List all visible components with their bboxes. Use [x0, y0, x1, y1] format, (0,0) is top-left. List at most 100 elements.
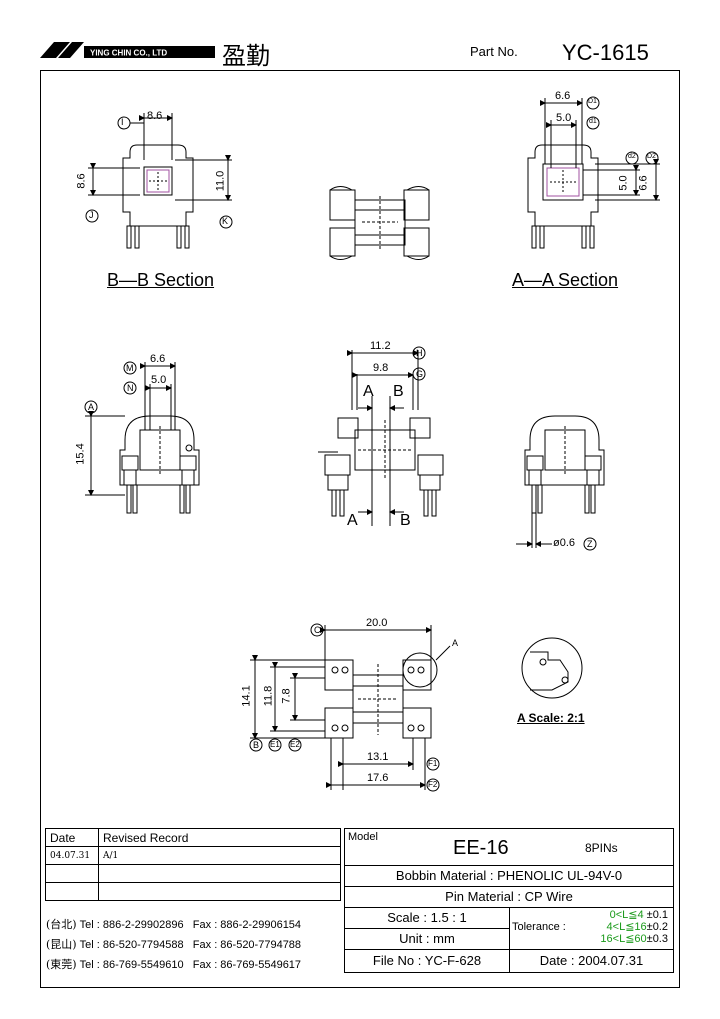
pin-value: CP Wire: [524, 889, 573, 904]
contact-tel: Tel : 86-769-5549610: [79, 959, 184, 971]
dim-bottom-h2: 11.8: [262, 685, 275, 707]
contact-tel: Tel : 86-520-7794588: [79, 939, 184, 951]
callout-e1: E1: [270, 740, 280, 749]
cut-label-a-bottom: A: [347, 512, 358, 529]
tolerance-value: ±0.1: [646, 909, 668, 921]
drawing-frame: [40, 70, 680, 988]
contact-location: (台北): [46, 918, 77, 931]
model-value: EE-16: [453, 837, 509, 859]
tolerance-values: 0<L≦4 ±0.1 4<L≦16±0.2 16<L≦60±0.3: [572, 909, 668, 945]
unit-label: Unit :: [399, 931, 430, 946]
bobbin-row: Bobbin Material : PHENOLIC UL-94V-0: [345, 865, 673, 887]
tolerance-range: 16<L≦60: [600, 933, 647, 945]
dim-bottom-w2: 17.6: [367, 772, 389, 784]
date-row: Date : 2004.07.31: [510, 949, 673, 972]
contact-fax: Fax : 86-769-5549617: [192, 959, 302, 971]
dim-front-top1: 11.2: [370, 340, 391, 352]
top-center-view: [329, 186, 430, 260]
dim-aa-right1: 5.0: [617, 175, 630, 191]
contact-row: (台北) Tel : 886-2-29902896 Fax : 886-2-29…: [46, 915, 301, 935]
callout-j: J: [89, 210, 94, 220]
contact-fax: Fax : 86-520-7794788: [192, 939, 302, 951]
callout-k: K: [222, 216, 229, 226]
revision-date: [45, 864, 99, 883]
dim-bottom-h3: 7.8: [280, 688, 293, 704]
dim-side-top2: 5.0: [151, 374, 167, 386]
detail-title: A Scale: 2:1: [517, 711, 585, 725]
aa-section-title: A—A Section: [512, 270, 619, 290]
callout-b: B: [253, 740, 260, 750]
dim-pin-diameter: ø0.6: [553, 537, 576, 549]
callout-n: N: [127, 383, 134, 393]
spec-table: Model EE-16 8PINs Bobbin Material : PHEN…: [344, 828, 674, 973]
dim-bb-height-right: 11.0: [214, 170, 227, 192]
callout-d2-lower: d2: [628, 153, 636, 160]
dim-aa-right2: 6.6: [637, 175, 650, 191]
callout-a: A: [88, 402, 95, 412]
pin-row: Pin Material : CP Wire: [345, 886, 673, 908]
contact-row: (昆山) Tel : 86-520-7794588 Fax : 86-520-7…: [46, 935, 301, 955]
scale-label: Scale :: [387, 910, 427, 925]
tolerance-label: Tolerance :: [512, 921, 566, 933]
tolerance-value: ±0.3: [646, 933, 668, 945]
dim-side-height: 15.4: [74, 443, 87, 465]
dim-bottom-h1: 14.1: [240, 685, 253, 707]
bb-section-title: B—B Section: [107, 270, 215, 290]
callout-c: C: [314, 625, 321, 635]
tolerance-range: 4<L≦16: [606, 921, 647, 933]
callout-d1-upper: D1: [588, 98, 597, 105]
callout-d1-lower: d1: [589, 118, 597, 125]
contact-location: (昆山): [46, 938, 77, 951]
contact-location: (東莞): [46, 958, 77, 971]
revision-date: [45, 882, 99, 901]
revision-record: [98, 882, 341, 901]
revision-record-header: Revised Record: [98, 828, 341, 847]
revision-record: A/1: [98, 846, 341, 865]
scale-row: Scale : 1.5 : 1: [345, 907, 510, 929]
side-view-right: [516, 415, 605, 551]
tolerance-range: 0<L≦4: [609, 909, 644, 921]
bobbin-label: Bobbin Material :: [395, 868, 494, 883]
model-row: Model EE-16 8PINs: [345, 829, 673, 866]
bottom-view: [249, 623, 451, 792]
part-no-label: Part No.: [470, 44, 518, 59]
callout-g: G: [416, 369, 424, 379]
cut-label-b-top: B: [393, 383, 404, 400]
file-value: YC-F-628: [424, 953, 482, 968]
unit-value: mm: [433, 931, 455, 946]
revision-date-header: Date: [45, 828, 99, 847]
bb-section-view: [85, 113, 233, 249]
front-center-view: [318, 346, 444, 526]
cut-label-b-bottom: B: [400, 512, 411, 529]
scale-value: 1.5 : 1: [430, 910, 467, 925]
revision-row: [45, 864, 341, 883]
dim-aa-top2: 5.0: [556, 112, 572, 124]
detail-a-view: [521, 637, 583, 699]
callout-f1: F1: [428, 759, 438, 768]
model-label: Model: [348, 831, 378, 843]
detail-ref-label: A: [452, 638, 459, 648]
company-logo: YING CHIN CO., LTD: [40, 38, 215, 62]
file-row: File No : YC-F-628: [345, 949, 510, 972]
tolerance-cell: Tolerance : 0<L≦4 ±0.1 4<L≦16±0.2 16<L≦6…: [510, 907, 673, 950]
dim-bb-width: 8.6: [147, 110, 163, 122]
date-value: 2004.07.31: [578, 953, 644, 968]
callout-z: Z: [587, 539, 593, 549]
revision-row: 04.07.31 A/1: [45, 846, 341, 865]
contact-fax: Fax : 886-2-29906154: [192, 919, 302, 931]
contact-row: (東莞) Tel : 86-769-5549610 Fax : 86-769-5…: [46, 955, 301, 975]
dim-bottom-width: 20.0: [366, 617, 388, 629]
part-no-value: YC-1615: [562, 40, 649, 65]
callout-m: M: [126, 363, 134, 373]
revision-record: [98, 864, 341, 883]
tolerance-value: ±0.2: [646, 921, 668, 933]
file-label: File No :: [372, 953, 422, 968]
cut-label-a-top: A: [363, 383, 374, 400]
side-view-left: [84, 361, 200, 514]
pins-value: 8PINs: [585, 841, 618, 855]
revision-date: 04.07.31: [45, 846, 99, 865]
revision-row: [45, 882, 341, 901]
unit-row: Unit : mm: [345, 928, 510, 950]
date-label: Date :: [539, 953, 575, 968]
